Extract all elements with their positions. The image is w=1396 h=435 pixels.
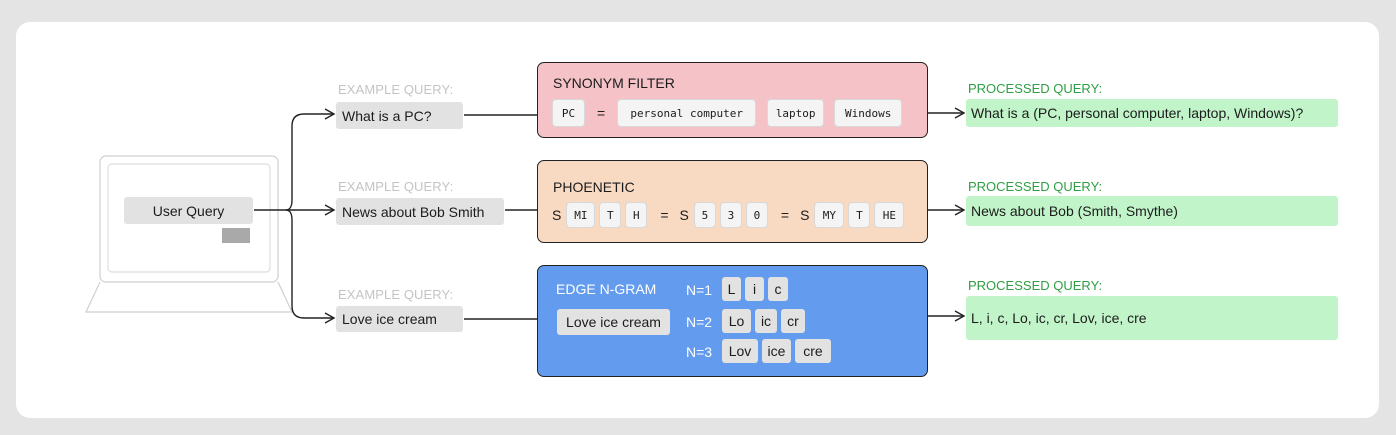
synonym-term-token: PC [552, 99, 585, 127]
ngram-token: L [722, 277, 741, 301]
edge-ngram-title: EDGE N-GRAM [556, 281, 657, 297]
ngram-token: cr [781, 309, 805, 333]
processed-result-synonym: What is a (PC, personal computer, laptop… [966, 99, 1338, 127]
ngram-token: c [768, 277, 788, 301]
phonetic-panel: PHOENETIC S MI T H = S 5 3 0 = S MY T HE [537, 160, 928, 243]
synonym-token-personal-computer: personal computer [617, 99, 757, 127]
synonym-token-laptop: laptop [767, 99, 825, 127]
processed-result-phonetic: News about Bob (Smith, Smythe) [966, 196, 1338, 226]
phonetic-code-token: 5 [693, 202, 716, 228]
phonetic-token: T [848, 202, 871, 228]
phonetic-code-token: 3 [719, 202, 742, 228]
processed-label-phonetic: PROCESSED QUERY: [968, 179, 1103, 194]
ngram-token: i [745, 277, 764, 301]
processed-label-synonym: PROCESSED QUERY: [968, 81, 1103, 96]
ngram-token: Lov [722, 339, 758, 363]
phonetic-letter-s-3: S [800, 207, 810, 223]
ngram-token: Lo [722, 309, 751, 333]
query-chip-ngram: Love ice cream [336, 306, 463, 332]
synonym-filter-title: SYNONYM FILTER [553, 75, 675, 91]
ngram-token: ice [762, 339, 791, 363]
synonym-token-windows: Windows [834, 99, 903, 127]
phonetic-letter-s-2: S [679, 207, 689, 223]
phonetic-code-token: 0 [745, 202, 768, 228]
phonetic-token: H [625, 202, 648, 228]
synonym-equals: = [597, 105, 606, 121]
processed-label-ngram: PROCESSED QUERY: [968, 278, 1103, 293]
processed-result-ngram: L, i, c, Lo, ic, cr, Lov, ice, cre [966, 296, 1338, 340]
ngram-token: ic [755, 309, 777, 333]
phonetic-equals: = [780, 207, 790, 223]
user-query-chip: User Query [124, 197, 253, 224]
edge-ngram-panel: EDGE N-GRAM Love ice cream N=1 L i c N=2… [537, 265, 928, 377]
query-chip-phonetic: News about Bob Smith [336, 198, 504, 225]
query-chip-synonym: What is a PC? [336, 102, 463, 129]
phonetic-equals: = [660, 207, 669, 223]
phonetic-token: T [599, 202, 622, 228]
ngram-row-label-n3: N=3 [686, 344, 713, 360]
phonetic-title: PHOENETIC [553, 179, 635, 195]
ngram-row-label-n2: N=2 [686, 314, 713, 330]
ngram-input-chip: Love ice cream [557, 309, 670, 335]
phonetic-token: HE [874, 202, 905, 228]
example-label-ngram: EXAMPLE QUERY: [338, 287, 454, 302]
synonym-filter-panel: SYNONYM FILTER PC = personal computer la… [537, 62, 928, 138]
example-label-synonym: EXAMPLE QUERY: [338, 82, 454, 97]
ngram-row-label-n1: N=1 [686, 282, 713, 298]
phonetic-token: MI [566, 202, 596, 228]
phonetic-token: MY [814, 202, 845, 228]
example-label-phonetic: EXAMPLE QUERY: [338, 179, 454, 194]
phonetic-letter-s-1: S [552, 207, 562, 223]
ngram-token: cre [795, 339, 831, 363]
